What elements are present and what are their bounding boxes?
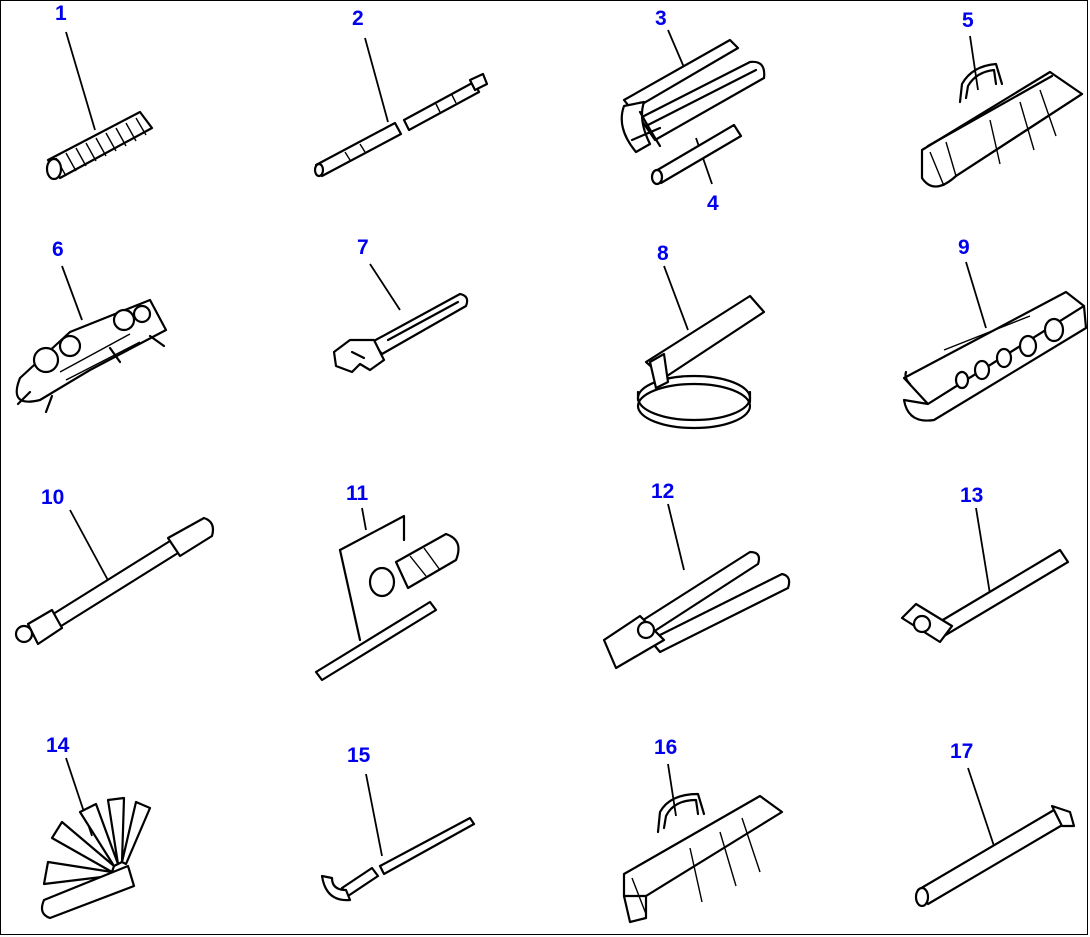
callout-11: 11 (346, 482, 369, 505)
tool-15-pry-bar (320, 773, 476, 902)
tool-7-adjustable-wrench (332, 263, 469, 374)
callout-16: 16 (654, 736, 677, 759)
tool-6-spanner-set (15, 265, 168, 414)
callout-10: 10 (41, 486, 64, 509)
tool-8-filter-wrench (636, 265, 766, 430)
tool-17-bar (914, 767, 1076, 908)
callout-17: 17 (950, 740, 973, 763)
callout-labels: 1 2 3 4 5 6 7 8 9 10 11 12 13 14 15 16 1… (41, 2, 983, 767)
tool-12-pliers (602, 503, 791, 670)
tool-3-grease-gun (620, 29, 766, 154)
callout-15: 15 (347, 744, 371, 767)
callout-13: 13 (960, 484, 983, 507)
callout-5: 5 (962, 9, 974, 32)
tool-13-hammer (900, 507, 1070, 644)
callout-1: 1 (55, 2, 67, 25)
tool-14-feeler-gauge (40, 757, 152, 920)
tool-2-extension-bar (313, 37, 489, 178)
tool-9-socket-case (902, 261, 1088, 422)
tool-11-screwdriver-set (314, 507, 460, 682)
tool-1-spring (45, 31, 154, 181)
tool-16-tool-bag (622, 763, 784, 924)
callout-7: 7 (357, 236, 369, 259)
tool-4-grease-pipe (650, 123, 743, 186)
callout-2: 2 (352, 7, 364, 30)
callout-9: 9 (958, 236, 970, 259)
callout-3: 3 (655, 7, 667, 30)
callout-8: 8 (657, 242, 669, 265)
callout-12: 12 (651, 480, 674, 503)
callout-14: 14 (46, 734, 70, 757)
callout-4: 4 (707, 192, 719, 215)
tool-5-tool-bag (920, 35, 1084, 188)
callout-6: 6 (52, 238, 64, 261)
tool-10-socket-extension (14, 509, 215, 646)
